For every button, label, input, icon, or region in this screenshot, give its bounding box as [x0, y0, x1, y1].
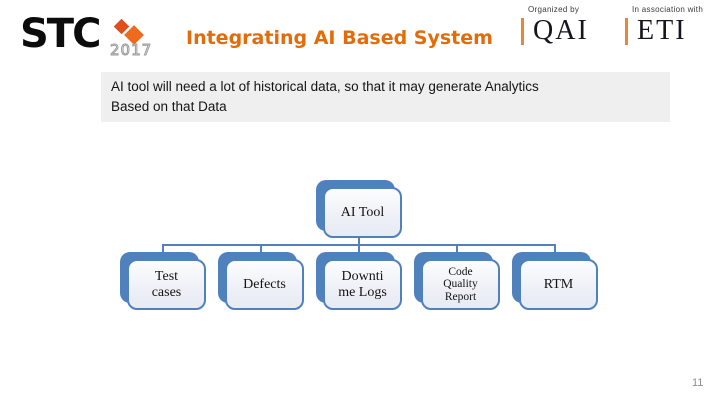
node-label: Report	[444, 290, 477, 303]
node-face: Code Quality Report	[421, 259, 500, 310]
org-node-rtm: RTM	[512, 252, 600, 312]
connector-root-stub	[358, 236, 360, 245]
node-label: Test	[154, 268, 179, 284]
node-label: Downti	[341, 268, 384, 284]
qai-logo-text: QAI	[533, 15, 589, 46]
callout-line-2: Based on that Data	[111, 99, 227, 114]
node-face: Defects	[225, 259, 304, 310]
organized-by-logo: Organized by QAI	[521, 5, 589, 45]
org-node-test-cases: Test cases	[120, 252, 208, 312]
org-node-ai-tool: AI Tool	[316, 180, 404, 240]
node-label: cases	[151, 284, 182, 300]
node-label: AI Tool	[340, 204, 385, 220]
callout-line-1: AI tool will need a lot of historical da…	[111, 79, 539, 94]
callout-textbox: AI tool will need a lot of historical da…	[101, 72, 670, 122]
organized-by-label: Organized by	[528, 5, 580, 14]
org-node-defects: Defects	[218, 252, 306, 312]
node-label: Quality	[443, 278, 478, 291]
node-face: AI Tool	[323, 187, 402, 238]
connector-stub-1	[162, 244, 164, 255]
node-face: RTM	[519, 259, 598, 310]
stc-logo-text: STC	[20, 11, 101, 57]
page-number: 11	[692, 377, 704, 389]
association-label: In association with	[632, 5, 704, 14]
connector-stub-5	[554, 244, 556, 255]
node-face: Test cases	[127, 259, 206, 310]
node-label: me Logs	[338, 284, 387, 300]
stc-logo-year: 2017	[109, 41, 153, 60]
org-node-downtime-logs: Downti me Logs	[316, 252, 404, 312]
node-label: Defects	[243, 276, 286, 292]
node-label: Code	[448, 265, 473, 278]
divider-bar	[521, 17, 524, 45]
connector-stub-2	[260, 244, 262, 255]
slide-title: Integrating AI Based System	[186, 27, 493, 49]
connector-stub-4	[456, 244, 458, 255]
eti-logo-text: ETI	[637, 15, 687, 46]
node-face: Downti me Logs	[323, 259, 402, 310]
stc-logo: STC 2017	[20, 8, 190, 60]
connector-stub-3	[358, 244, 360, 255]
divider-bar	[625, 17, 628, 45]
association-logo: In association with ETI	[625, 5, 703, 45]
node-label: RTM	[543, 276, 574, 292]
org-node-code-quality-report: Code Quality Report	[414, 252, 502, 312]
